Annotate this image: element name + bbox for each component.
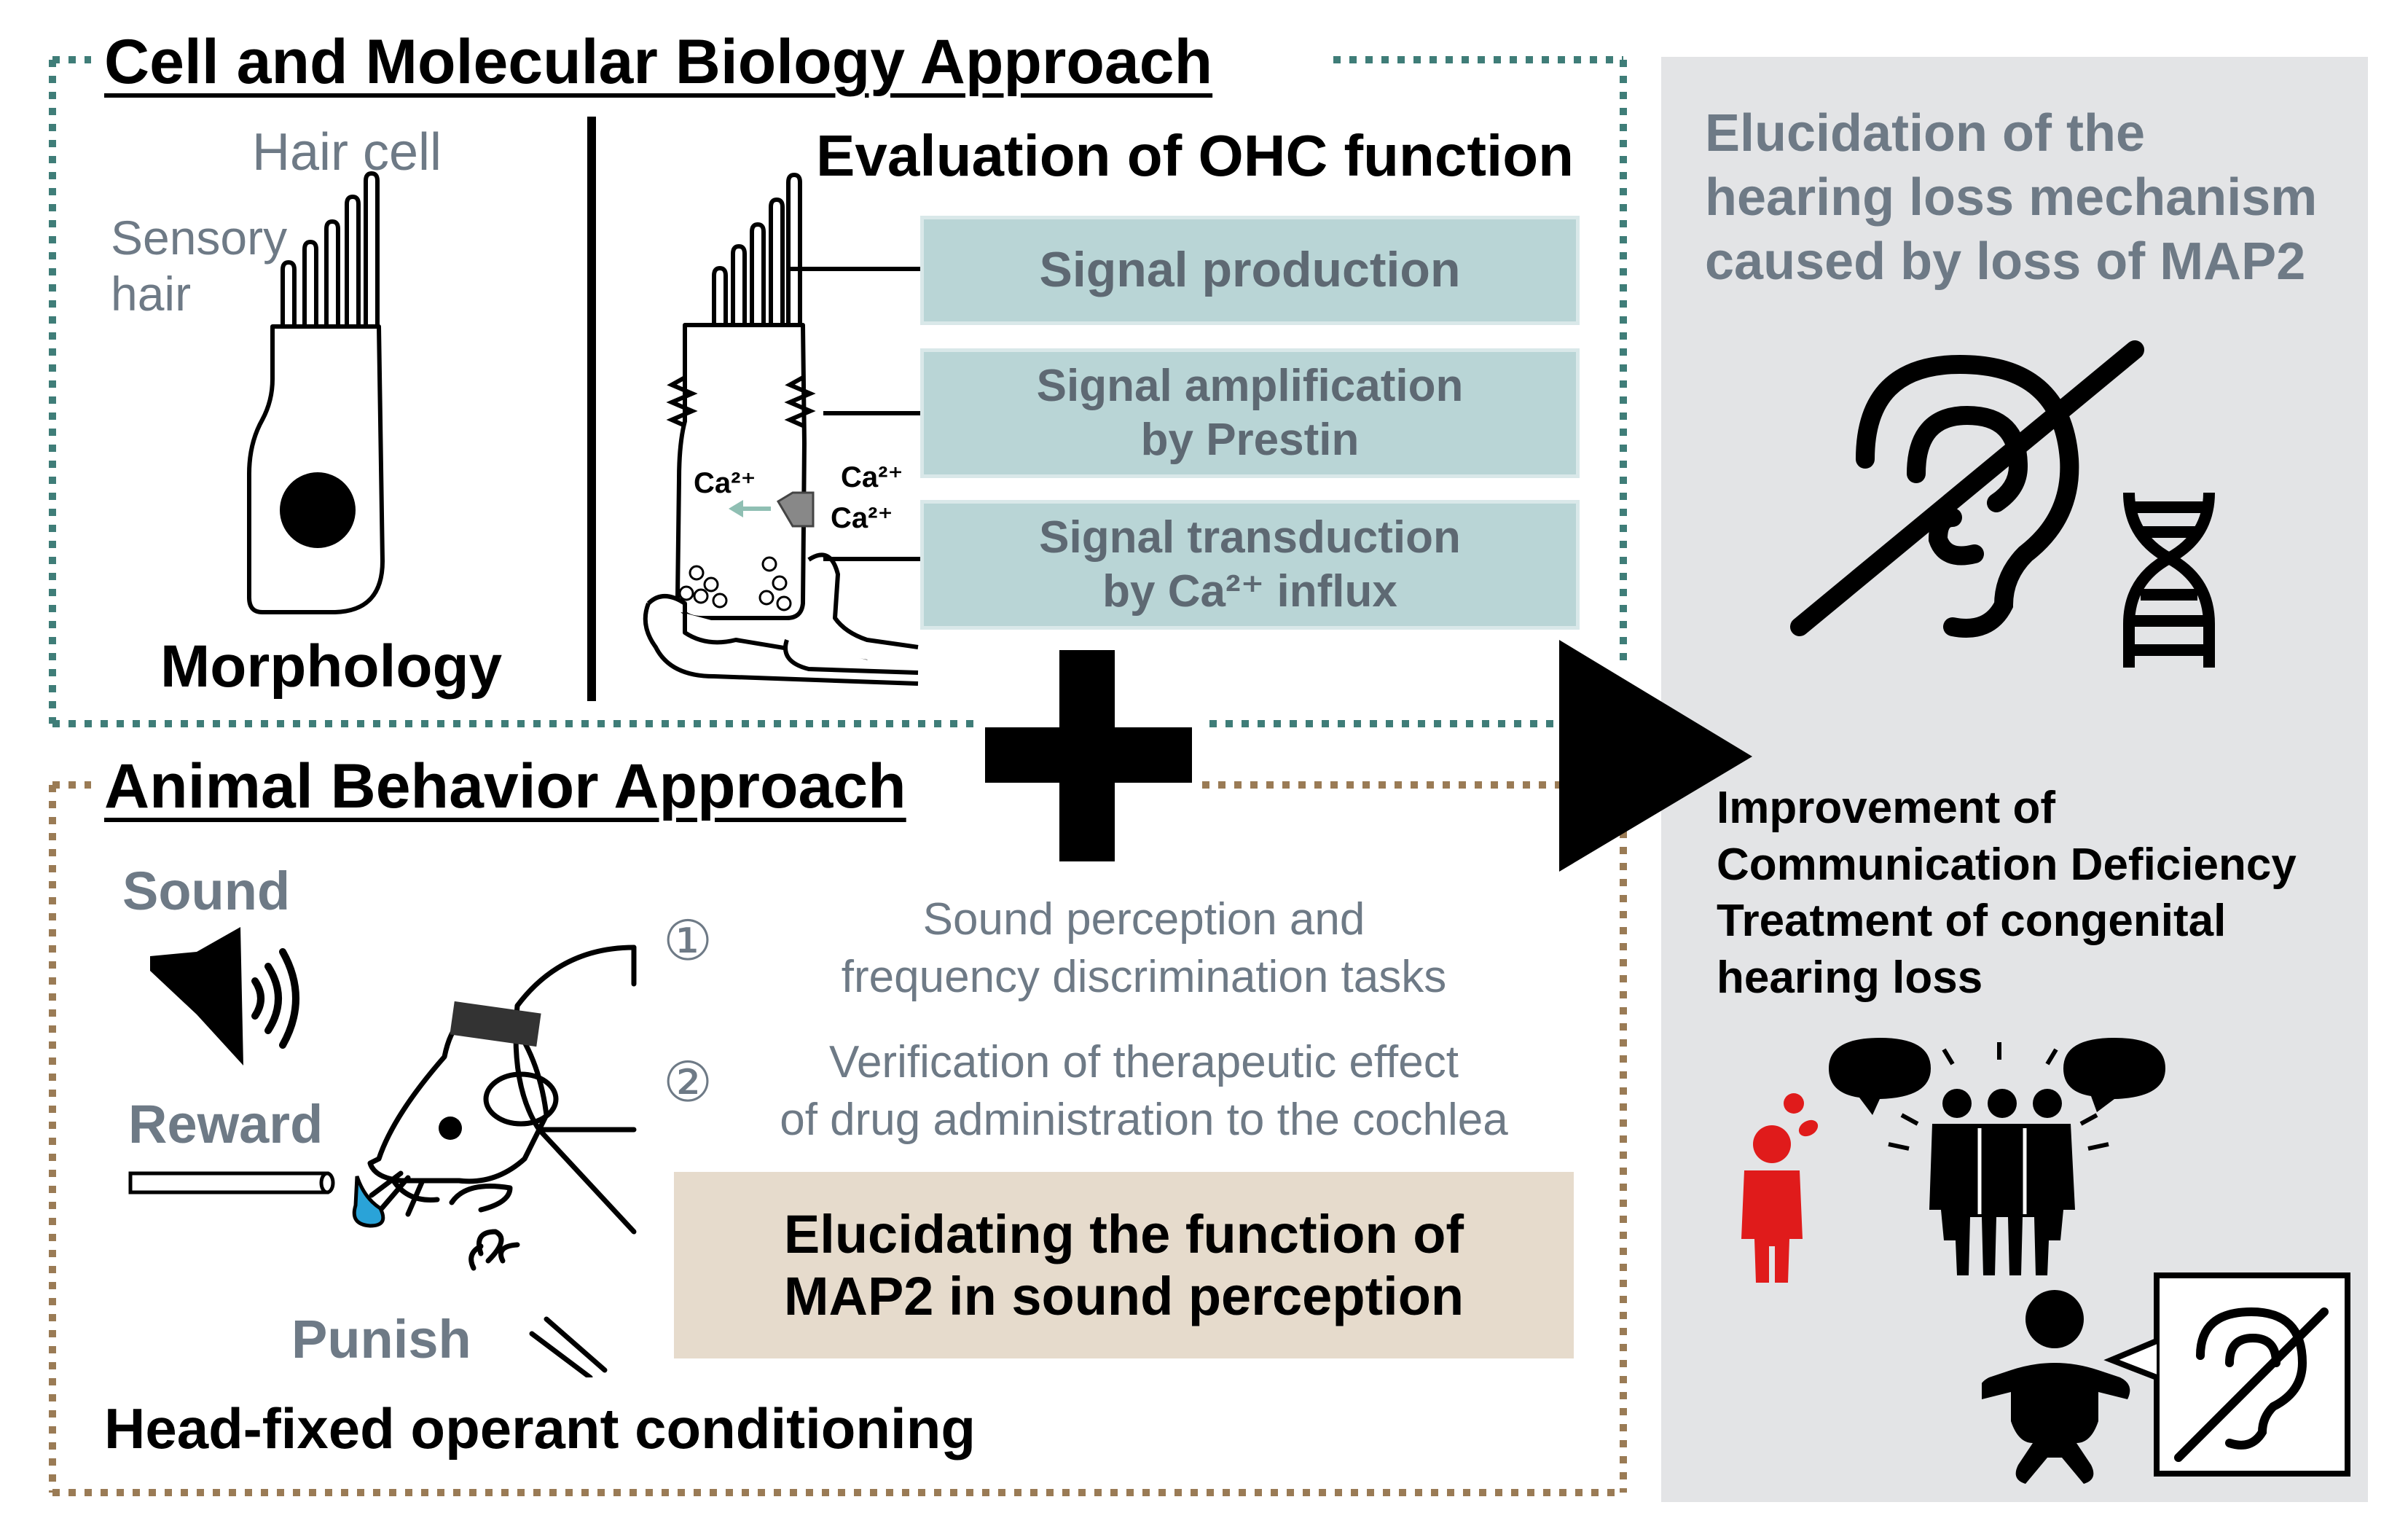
- task-1-line1: Sound perception and: [922, 894, 1365, 945]
- connector-line-3: [823, 557, 922, 561]
- task-number-2: ②: [663, 1052, 713, 1114]
- reward-tube: [128, 1171, 335, 1194]
- signal-box-line2: by Ca²⁺ influx: [1102, 566, 1397, 617]
- hair-cell-icon: [247, 171, 385, 614]
- morphology-label: Morphology: [160, 633, 503, 700]
- task-2-line2: of drug administration to the cochlea: [780, 1095, 1508, 1146]
- mouse-icon: [367, 945, 637, 1377]
- connector-line-2: [823, 411, 922, 415]
- signal-box-line2: by Prestin: [1140, 415, 1360, 465]
- goal-line2: MAP2 in sound perception: [783, 1266, 1464, 1326]
- dna-icon: [2123, 493, 2215, 668]
- outcome-text: Improvement of Communication Deficiency …: [1717, 780, 2297, 1006]
- calcium-label-inside: Ca²⁺: [694, 467, 756, 499]
- cell-section-title: Cell and Molecular Biology Approach: [104, 27, 1213, 97]
- result-heading-line2: hearing loss mechanism: [1705, 168, 2318, 227]
- hearing-loss-icon: [1790, 340, 2144, 638]
- goal-box: Elucidating the function of MAP2 in soun…: [674, 1172, 1574, 1358]
- conditioning-label: Head-fixed operant conditioning: [104, 1396, 976, 1461]
- hair-cell-label: Hair cell: [252, 123, 442, 181]
- signal-production-box: Signal production: [920, 216, 1580, 325]
- result-heading: Elucidation of the hearing loss mechanis…: [1705, 102, 2317, 294]
- signal-transduction-box: Signal transduction by Ca²⁺ influx: [920, 500, 1580, 630]
- signal-box-line1: Signal amplification: [1036, 360, 1464, 411]
- outcome-line4: hearing loss: [1717, 952, 1983, 1003]
- calcium-label-outside-1: Ca²⁺: [841, 461, 903, 493]
- plus-icon: [985, 650, 1192, 861]
- signal-box-line1: Signal transduction: [1039, 512, 1461, 563]
- outcome-line3: Treatment of congenital: [1717, 896, 2227, 946]
- goal-line1: Elucidating the function of: [783, 1203, 1464, 1264]
- sensory-hair-line1: Sensory: [111, 211, 288, 265]
- sensory-hair-label: Sensory hair: [111, 210, 287, 321]
- reward-label: Reward: [128, 1094, 323, 1154]
- evaluation-title: Evaluation of OHC function: [816, 123, 1574, 188]
- calcium-label-outside-2: Ca²⁺: [831, 502, 893, 534]
- sound-label: Sound: [122, 861, 291, 921]
- task-number-1: ①: [663, 910, 713, 972]
- water-drop-icon: [352, 1176, 385, 1228]
- speaker-icon: [150, 927, 299, 1066]
- communication-icon: [1741, 1038, 2165, 1283]
- arrow-right-icon: [1559, 640, 1752, 872]
- outcome-line1: Improvement of: [1717, 783, 2056, 833]
- behavior-section-title: Animal Behavior Approach: [104, 751, 906, 821]
- ohc-diagram: [643, 173, 919, 686]
- baby-icon: [1982, 1272, 2350, 1484]
- task-2: Verification of therapeutic effect of dr…: [780, 1033, 1508, 1149]
- task-1-line2: frequency discrimination tasks: [841, 952, 1447, 1003]
- result-heading-line1: Elucidation of the: [1705, 104, 2145, 163]
- section-divider: [587, 117, 596, 701]
- signal-box-line1: Signal production: [1039, 242, 1461, 298]
- outcome-line2: Communication Deficiency: [1717, 839, 2297, 890]
- punish-label: Punish: [291, 1309, 471, 1369]
- signal-amplification-box: Signal amplification by Prestin: [920, 348, 1580, 478]
- connector-line-1: [787, 267, 922, 271]
- result-heading-line3: caused by loss of MAP2: [1705, 232, 2306, 291]
- task-1: Sound perception and frequency discrimin…: [780, 891, 1508, 1006]
- task-2-line1: Verification of therapeutic effect: [829, 1037, 1459, 1087]
- sensory-hair-line2: hair: [111, 266, 192, 321]
